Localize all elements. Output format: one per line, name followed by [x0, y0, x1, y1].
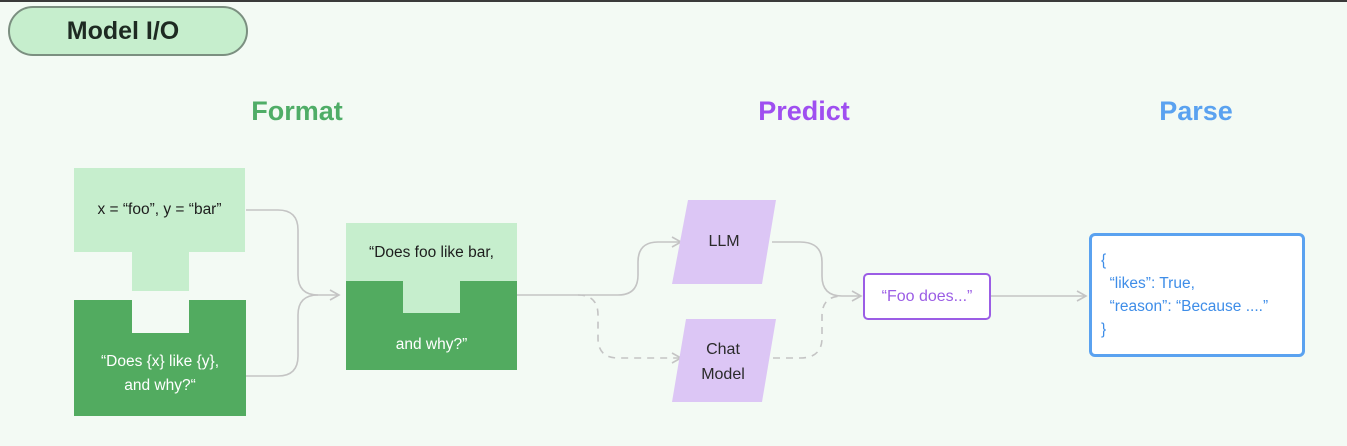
badge-label: Model I/O [66, 16, 180, 45]
chat-model-shape [672, 319, 776, 402]
template-text-line1: “Does {x} like {y}, [100, 353, 220, 370]
parse-heading: Parse [1159, 96, 1233, 126]
chat-model-line1: Chat [706, 341, 740, 358]
connector-variables-to-prompt [246, 209, 341, 301]
llm-label: LLM [708, 233, 740, 250]
template-shape [74, 300, 246, 416]
variables-text: x = “foo”, y = “bar” [97, 201, 222, 218]
connector-prompt-to-chat-model [577, 294, 683, 364]
format-heading: Format [251, 96, 343, 126]
top-border [0, 0, 1347, 2]
json-line: “reason”: “Because ....” [1101, 298, 1269, 315]
prompt-text-line2: and why?” [395, 336, 468, 353]
model-io-badge: Model I/O [8, 6, 248, 56]
predict-heading: Predict [758, 96, 850, 126]
json-line: “likes”: True, [1101, 275, 1195, 292]
connector-prompt-to-llm [517, 236, 683, 296]
parsed-output-box: { “likes”: True, “reason”: “Because ....… [1089, 233, 1305, 357]
llm-shape [672, 200, 776, 284]
chat-model-line2: Model [701, 366, 745, 383]
json-line: } [1101, 321, 1107, 338]
model-output-box: “Foo does...” [863, 273, 991, 320]
prompt-bottom-shape [346, 281, 517, 370]
connector-llm-to-output [772, 241, 863, 302]
connector-template-to-prompt [246, 294, 319, 377]
prompt-text-line1: “Does foo like bar, [369, 244, 494, 261]
variables-shape [74, 168, 245, 291]
prompt-top-shape [346, 223, 517, 313]
json-line: { [1101, 252, 1107, 269]
model-output-text: “Foo does...” [881, 287, 973, 305]
template-text-line2: and why?“ [124, 377, 196, 394]
